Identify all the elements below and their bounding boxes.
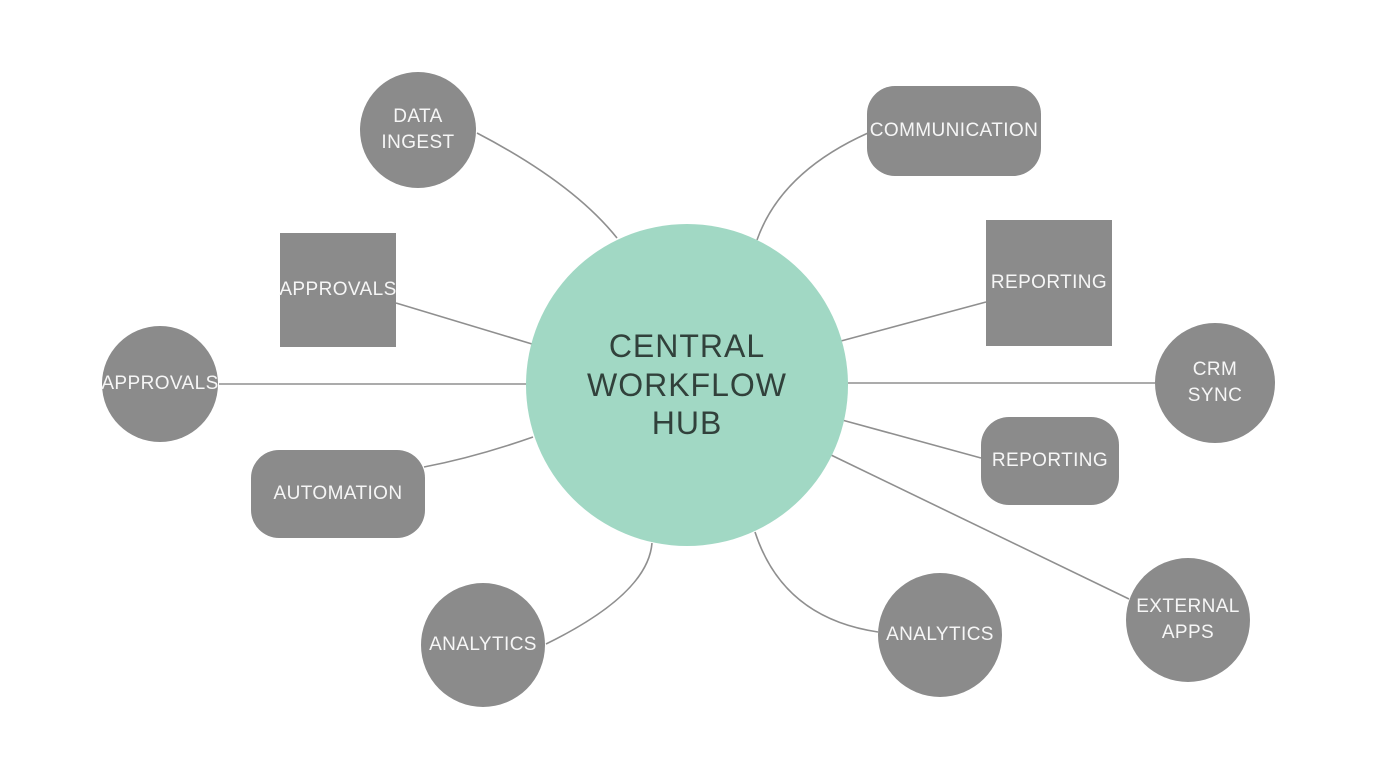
connector-hub-data-ingest [476, 132, 618, 239]
hub-label-line: CENTRAL [608, 328, 766, 365]
node-approvals-square: APPROVALS [279, 233, 397, 347]
node-label-line: APPS [1161, 622, 1215, 643]
node-data-ingest: DATA INGEST [360, 72, 476, 188]
connector-hub-automation [423, 436, 534, 468]
node-communication: COMMUNICATION [867, 86, 1041, 176]
node-reporting-rounded: REPORTING [981, 417, 1119, 505]
node-label-line: REPORTING [990, 272, 1108, 294]
hub-node-central-workflow: CENTRAL WORKFLOW HUB [526, 224, 848, 546]
node-approvals-circle: APPROVALS [101, 326, 219, 442]
node-label-line: COMMUNICATION [869, 120, 1039, 142]
connector-hub-external-apps [830, 454, 1130, 600]
node-automation: AUTOMATION [251, 450, 425, 538]
node-analytics-right: ANALYTICS [878, 573, 1002, 697]
node-label-line: ANALYTICS [429, 634, 537, 656]
node-label-line: SYNC [1187, 385, 1243, 406]
connector-hub-analytics-right [754, 531, 879, 633]
node-label-line: REPORTING [991, 450, 1109, 472]
node-analytics-left: ANALYTICS [421, 583, 545, 707]
node-label-line: EXTERNAL [1136, 596, 1240, 618]
node-label-line: AUTOMATION [273, 483, 403, 505]
node-crm-sync: CRM SYNC [1155, 323, 1275, 443]
node-label-line: APPROVALS [101, 373, 219, 395]
hub-label-line: WORKFLOW [587, 366, 787, 403]
node-label-line: INGEST [381, 132, 455, 153]
node-label-line: APPROVALS [279, 279, 397, 301]
connector-hub-communication [756, 132, 869, 241]
node-label-line: DATA [393, 106, 443, 128]
connector-hub-analytics-left [545, 542, 653, 645]
connector-hub-reporting-rounded [841, 419, 982, 459]
node-label-line: ANALYTICS [886, 624, 994, 646]
node-reporting-square: REPORTING [986, 220, 1112, 346]
connector-hub-approvals-square [395, 302, 533, 345]
node-external-apps: EXTERNAL APPS [1126, 558, 1250, 682]
node-label-line: CRM [1192, 359, 1238, 381]
hub-label-line: HUB [651, 405, 723, 442]
connector-hub-reporting-square [840, 301, 987, 342]
